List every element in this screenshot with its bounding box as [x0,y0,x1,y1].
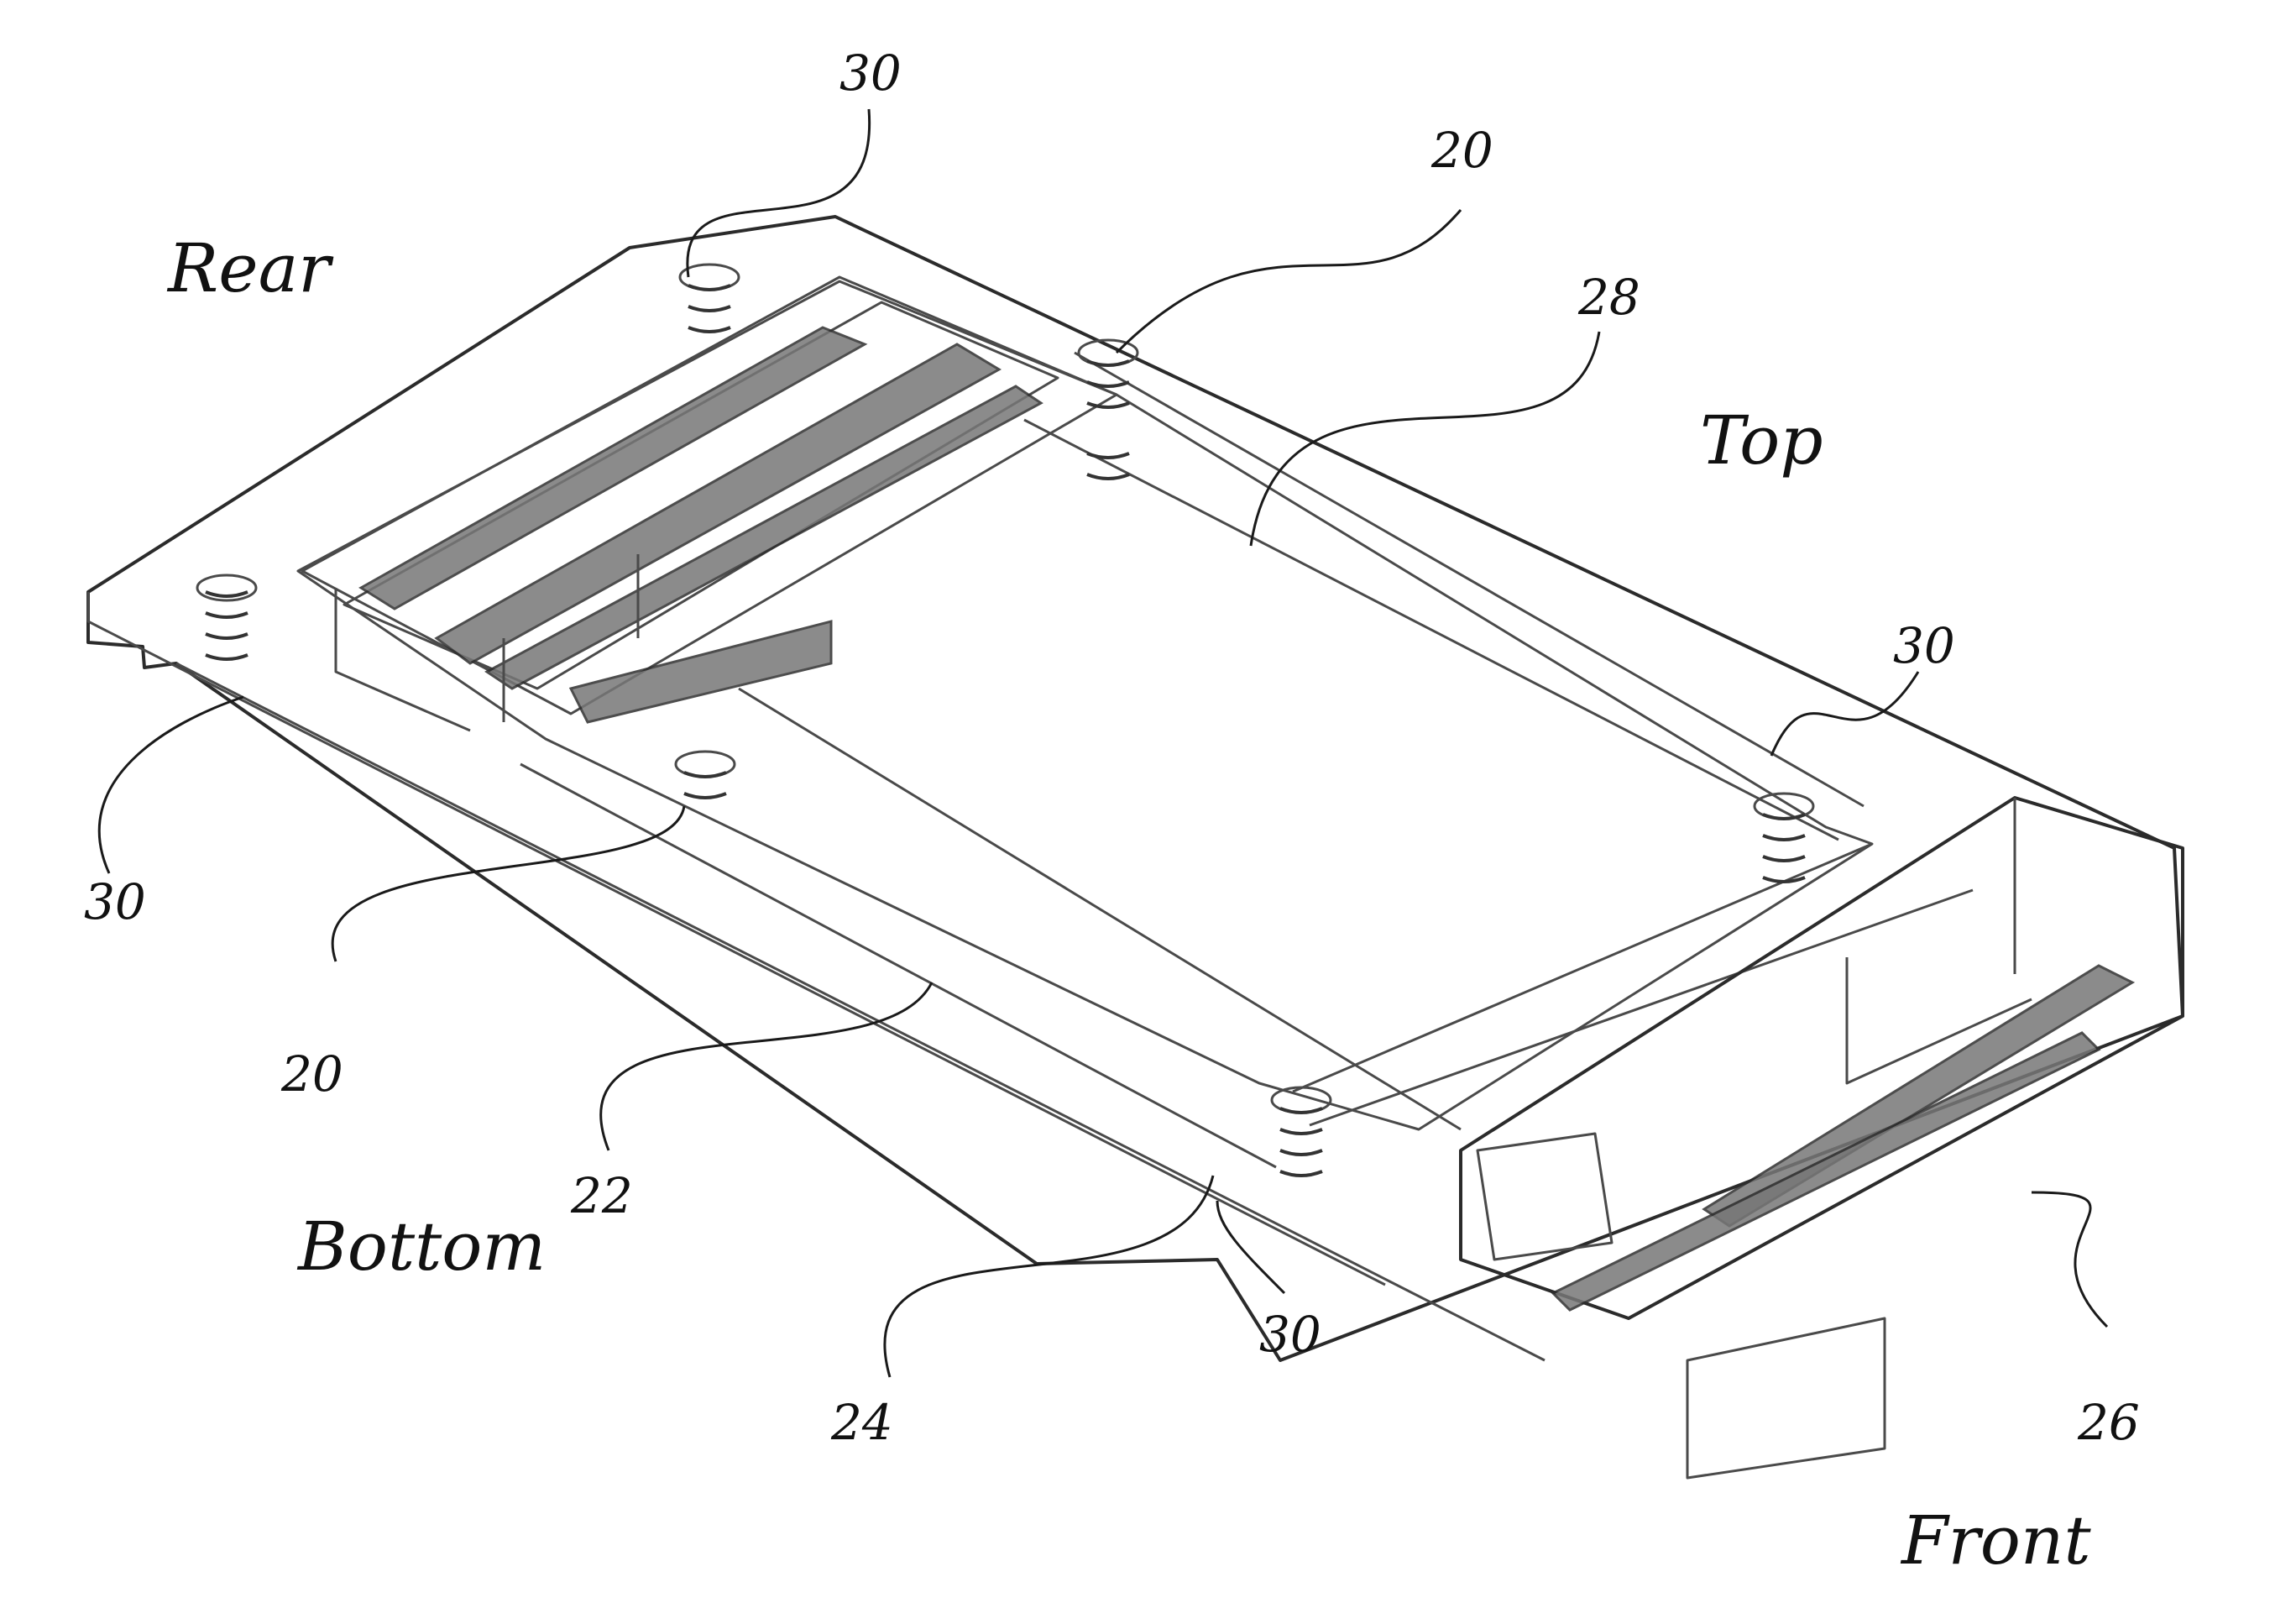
spring-rear-left [196,574,258,661]
spring-mid-top [1077,338,1139,480]
rear-rail-assembly [301,275,1118,732]
ref-28: 28 [1578,269,1640,326]
spring-bottom [1270,1086,1332,1177]
front-rail-assembly [1459,796,2184,1480]
spring-right [1753,792,1815,883]
leader-30-top [686,108,871,278]
leader-20-top [1115,209,1462,354]
leader-30-right [1770,671,1920,757]
leader-22 [599,982,934,1151]
ref-22: 22 [571,1167,633,1224]
ref-30-right: 30 [1893,617,1955,674]
ref-30-top: 30 [839,45,902,102]
leader-30-left [97,695,244,874]
spring-left-mid [674,750,736,799]
base-plate-outline [86,215,2184,1362]
spring-rear-top [678,263,740,333]
leader-24 [883,1175,1215,1378]
ref-26: 26 [2078,1394,2140,1451]
label-bottom: Bottom [298,1207,547,1286]
leader-20-left [331,805,686,962]
leader-26 [2031,1191,2109,1328]
ref-20-top: 20 [1431,122,1493,179]
spring-assemblies [196,263,1815,1177]
label-top: Top [1700,401,1823,479]
inner-frame [296,280,1974,1169]
ref-30-bottom: 30 [1259,1306,1321,1363]
leader-lines [97,108,2109,1378]
ref-30-left: 30 [84,873,146,930]
label-front: Front [1901,1501,2091,1579]
ref-20-left: 20 [281,1045,343,1103]
leader-30-bottom [1216,1200,1286,1295]
label-rear: Rear [168,229,331,307]
ref-24: 24 [831,1394,893,1451]
leader-28 [1249,331,1601,547]
